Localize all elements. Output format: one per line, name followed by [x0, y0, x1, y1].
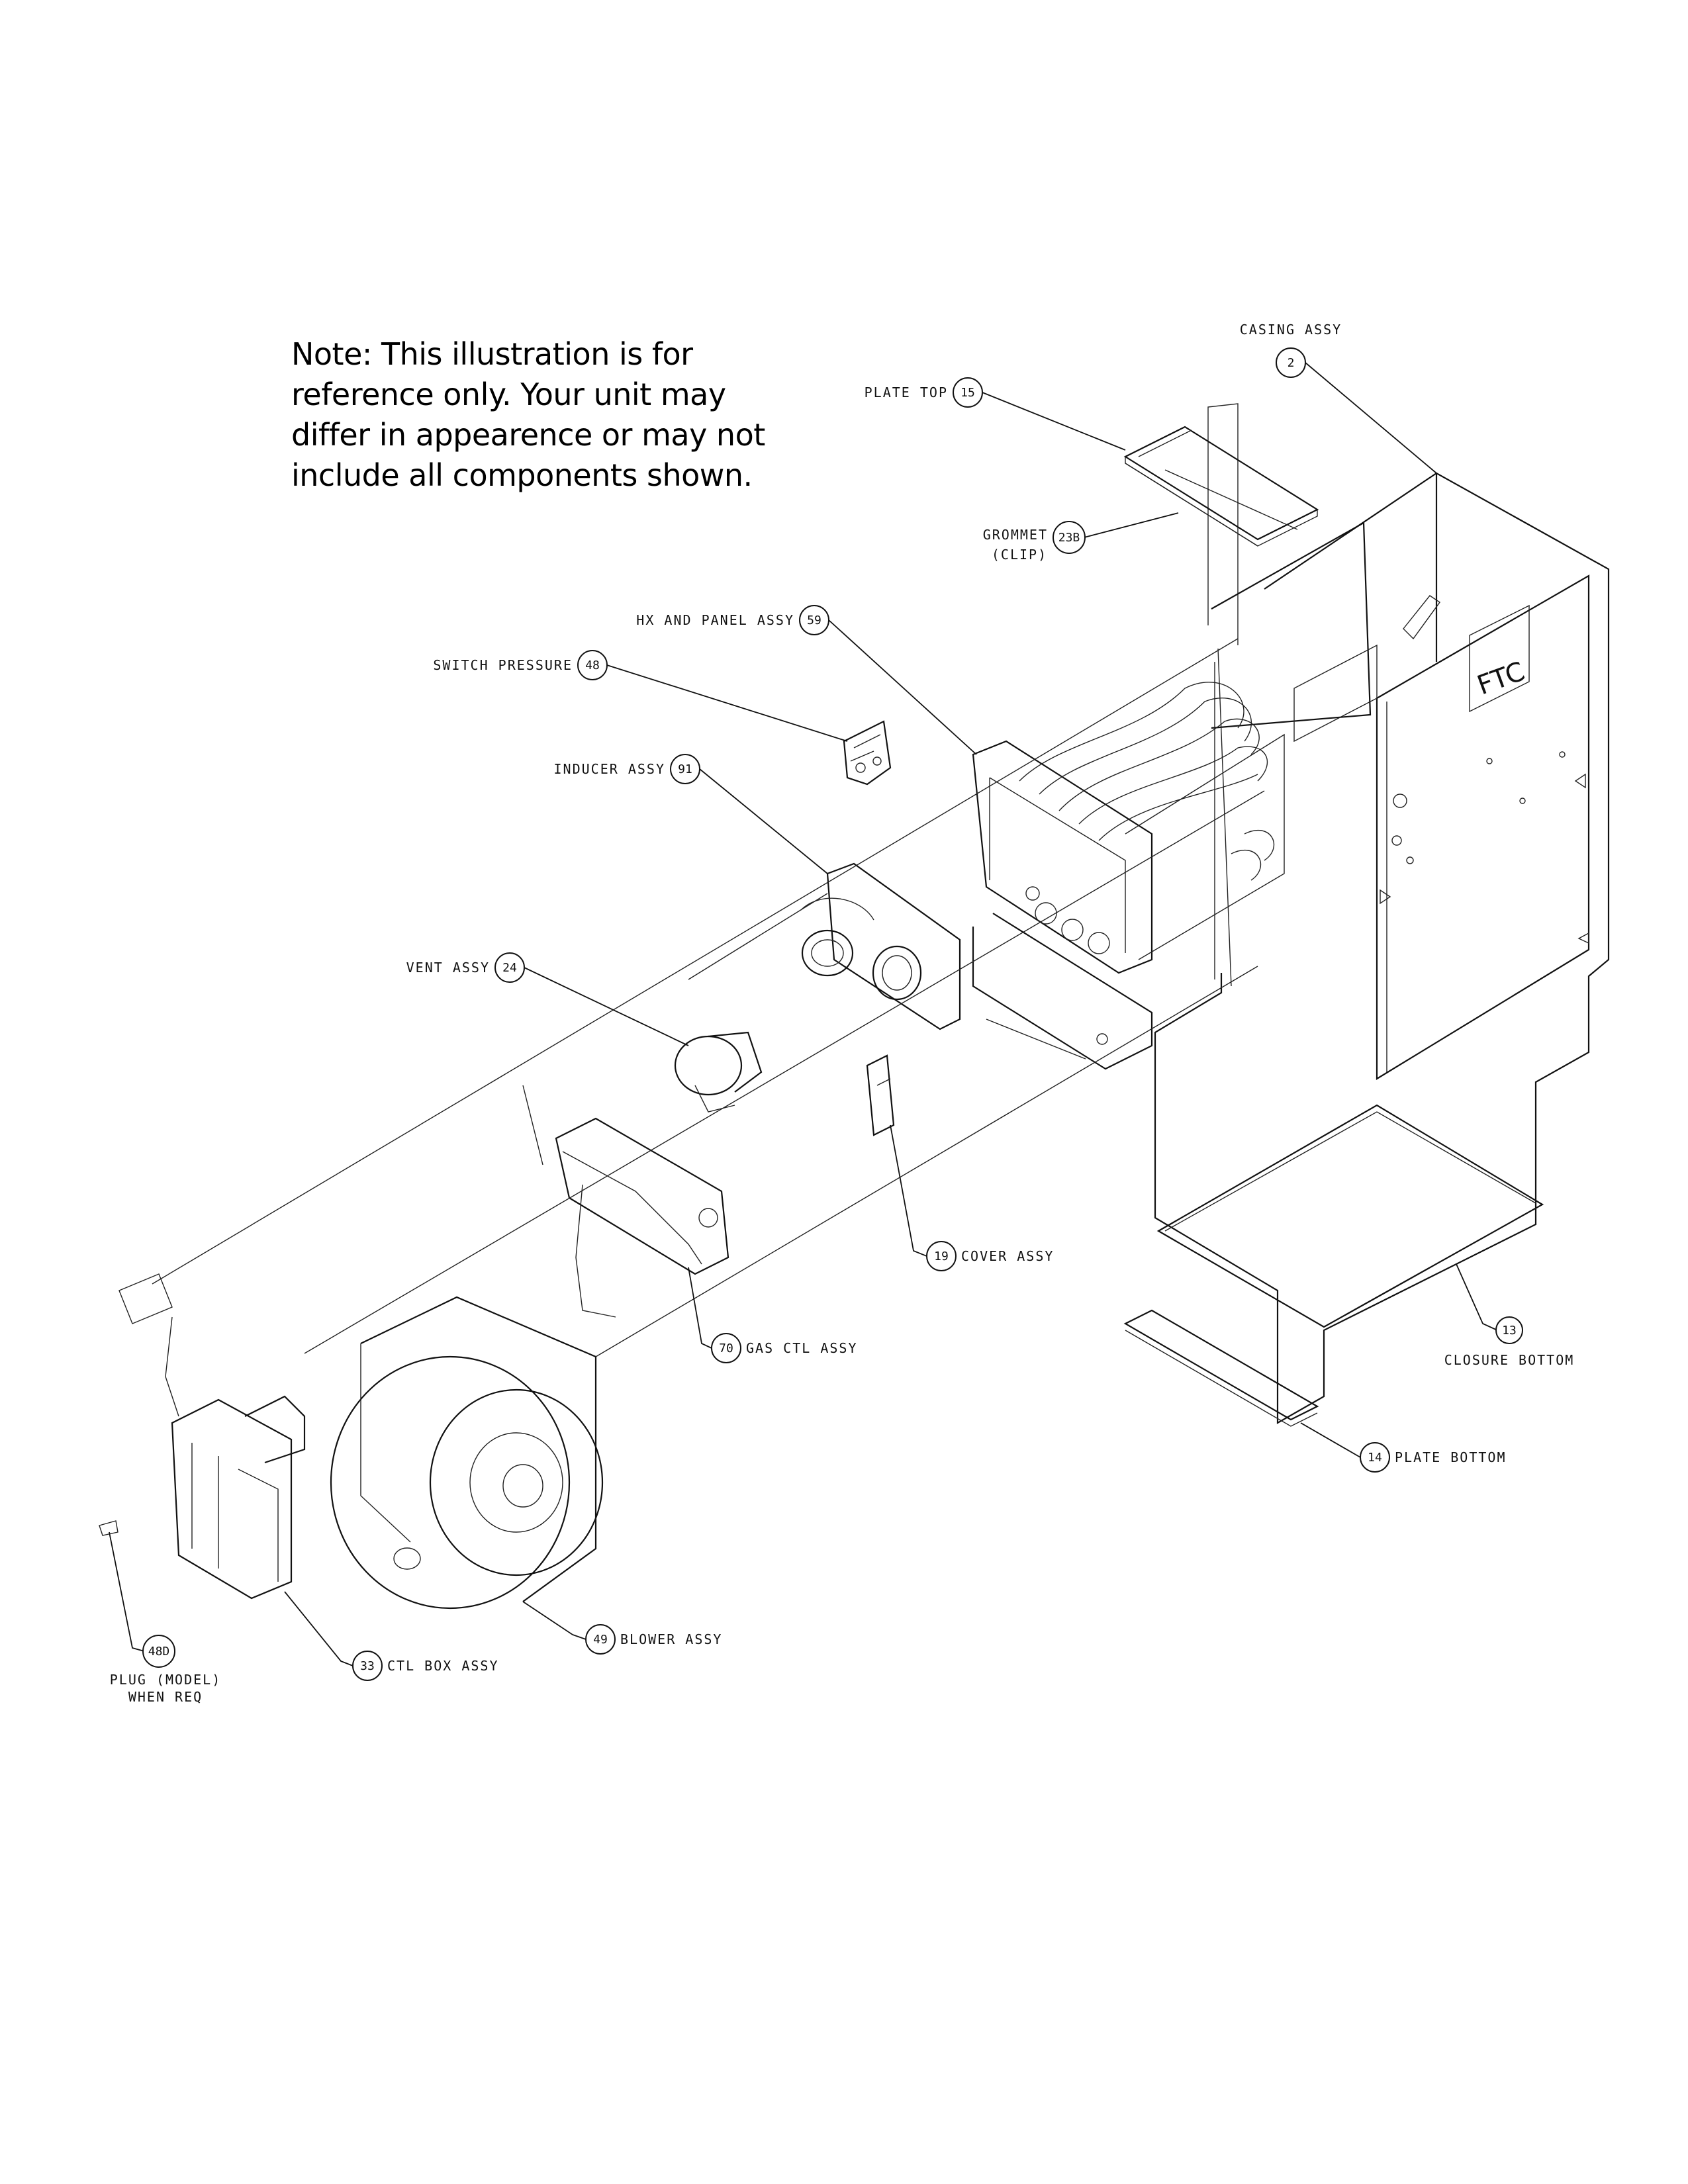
callout-label: VENT ASSY: [406, 960, 490, 976]
callout-switch-pressure: 48 SWITCH PRESSURE: [433, 650, 848, 742]
note-line-4: include all components shown.: [291, 457, 753, 493]
callout-label-2: (CLIP): [992, 547, 1047, 563]
callout-plate-bottom: 14 PLATE BOTTOM: [1300, 1422, 1507, 1473]
vent-drawing: [674, 1031, 763, 1113]
callout-number: 2: [1288, 356, 1295, 370]
callout-label-2: WHEN REQ: [128, 1689, 203, 1705]
callout-number: 49: [593, 1633, 608, 1647]
heat-exchanger-drawing: [972, 648, 1285, 1070]
callout-ctl-box: 33 CTL BOX ASSY: [284, 1591, 499, 1681]
callout-label: COVER ASSY: [961, 1248, 1054, 1264]
callout-number: 15: [961, 386, 975, 400]
callout-number: 48: [585, 659, 600, 672]
callout-number: 23B: [1058, 531, 1080, 545]
callout-number: 24: [502, 961, 517, 975]
callout-grommet: 23B GROMMET (CLIP): [983, 512, 1179, 563]
callout-plate-top: 15 PLATE TOP: [865, 377, 1126, 451]
callout-label: BLOWER ASSY: [620, 1631, 722, 1647]
callout-number: 59: [807, 614, 821, 627]
callout-label: CLOSURE BOTTOM: [1444, 1352, 1575, 1368]
callout-label: INDUCER ASSY: [554, 761, 666, 777]
note-line-3: differ in appearence or may not: [291, 417, 765, 453]
callout-number: 48D: [148, 1645, 170, 1659]
note-line-2: reference only. Your unit may: [291, 377, 726, 412]
callout-label: PLATE BOTTOM: [1395, 1449, 1507, 1465]
inducer-drawing: [800, 862, 961, 1030]
pressure-switch-drawing: [843, 720, 892, 786]
callout-number: 70: [719, 1342, 733, 1355]
casing-assembly-drawing: FTC: [1154, 403, 1610, 1424]
callout-gas-ctl: 70 GAS CTL ASSY: [688, 1267, 858, 1363]
ftc-marking: FTC: [1474, 656, 1529, 701]
plate-bottom-drawing: [1123, 1309, 1319, 1427]
callout-label: GROMMET: [983, 527, 1048, 543]
blower-drawing: [330, 1296, 604, 1610]
plate-top-drawing: [1123, 426, 1319, 547]
callout-label: PLUG (MODEL): [110, 1672, 222, 1688]
control-box-drawing: [99, 1273, 306, 1600]
callout-plug: 48D PLUG (MODEL) WHEN REQ: [109, 1531, 222, 1705]
callout-label: CASING ASSY: [1240, 322, 1342, 338]
callout-inducer: 91 INDUCER ASSY: [554, 754, 828, 874]
reference-note: Note: This illustration is for reference…: [291, 334, 794, 496]
callout-vent: 24 VENT ASSY: [406, 952, 689, 1046]
callout-label: SWITCH PRESSURE: [433, 657, 573, 673]
callout-label: GAS CTL ASSY: [746, 1340, 858, 1356]
alignment-lines: [152, 638, 1265, 1357]
callout-casing: 2 CASING ASSY: [1240, 322, 1437, 474]
callout-number: 19: [934, 1250, 949, 1263]
callout-number: 14: [1368, 1451, 1382, 1465]
callout-label: HX AND PANEL ASSY: [636, 612, 794, 628]
callout-number: 13: [1502, 1324, 1517, 1338]
callout-hx-panel: 59 HX AND PANEL ASSY: [636, 605, 977, 755]
callout-cover: 19 COVER ASSY: [890, 1124, 1054, 1271]
callout-number: 91: [678, 762, 692, 776]
cover-drawing: [866, 1054, 895, 1136]
callout-blower: 49 BLOWER ASSY: [522, 1601, 722, 1655]
callout-number: 33: [360, 1659, 375, 1673]
callout-label: CTL BOX ASSY: [387, 1658, 499, 1674]
note-line-1: Note: This illustration is for: [291, 336, 693, 372]
callout-closure-bottom: 13 CLOSURE BOTTOM: [1444, 1263, 1575, 1368]
gas-control-drawing: [522, 1085, 729, 1318]
callout-label: PLATE TOP: [865, 385, 948, 400]
closure-bottom-drawing: [1156, 1104, 1544, 1328]
